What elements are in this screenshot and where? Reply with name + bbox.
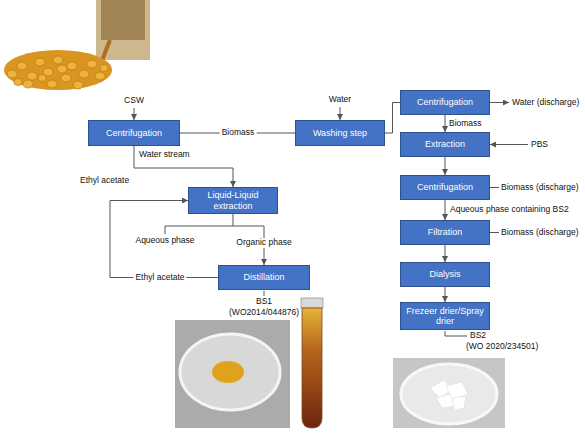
box-label: Extraction (425, 139, 465, 149)
inflow-arrow (134, 108, 135, 120)
leader-lines (134, 103, 528, 337)
outflow-line (490, 187, 499, 188)
product-line (445, 331, 467, 336)
flow-connector (385, 103, 400, 134)
flow-label: Water (329, 95, 351, 105)
white-powder (430, 380, 468, 410)
inflow-arrow (490, 144, 528, 145)
process-box: Dialysis (400, 262, 490, 287)
box-label: Centrifugation (417, 182, 473, 192)
process-box: Filtration (400, 220, 490, 245)
corn-syrup-photo (4, 0, 150, 90)
box-label: Dialysis (429, 269, 460, 279)
connector-label: Organic phase (234, 238, 293, 248)
branch-line (165, 226, 233, 234)
connector-label: Water stream (139, 150, 190, 160)
box-label: Distillation (243, 272, 284, 282)
box-label: Centrifugation (417, 97, 473, 107)
flow-connector (445, 200, 446, 220)
box-label: Washing step (313, 128, 367, 138)
inflow-arrow (340, 107, 341, 120)
powder-photo (393, 358, 505, 428)
process-box: Washing step (295, 120, 385, 146)
flow-label: (WO 2020/234501) (466, 342, 538, 352)
connector-label: Biomass (449, 119, 482, 129)
process-box: Centrifugation (400, 175, 490, 200)
kernels (7, 56, 108, 89)
process-box: Liquid-Liquid extraction (188, 187, 278, 214)
tube-body (302, 308, 322, 428)
process-box: Distillation (218, 265, 310, 290)
photo-ground (175, 320, 290, 428)
connector-label: Ethyl acetate (133, 273, 186, 283)
connector-label: Biomass (220, 128, 257, 138)
flow-label: (WO2014/044876) (229, 308, 299, 318)
test-tube (301, 298, 323, 428)
yellow-extract (212, 361, 244, 383)
petri-dish (180, 334, 280, 410)
process-box: Centrifugation (400, 90, 490, 115)
flow-label: BS1 (256, 297, 272, 307)
tube-cap (301, 298, 323, 308)
box-label: Liquid-Liquid extraction (192, 190, 274, 211)
flow-label: Water (discharge) (512, 98, 579, 108)
flow-label: BS2 (470, 331, 486, 341)
process-box: Centrifugation (88, 120, 180, 146)
flow-label: Ethyl acetate (80, 176, 129, 186)
petri-dish (401, 364, 497, 424)
photo-ground (393, 358, 505, 428)
process-box: Frezeer drier/Spray drier (400, 302, 490, 330)
outflow-line (490, 232, 499, 233)
flow-label: PBS (531, 140, 548, 150)
flow-label: CSW (124, 96, 144, 106)
flow-connector (134, 146, 233, 187)
flow-connector (445, 157, 446, 175)
box-label: Filtration (428, 227, 463, 237)
flow-connector (445, 245, 446, 262)
box-label: Centrifugation (106, 128, 162, 138)
flow-connector (445, 115, 446, 132)
connector-label: Aqueous phase containing BS2 (450, 205, 569, 215)
flow-label: Biomass (discharge) (501, 183, 578, 193)
flow-label: Aqueous phase (135, 236, 194, 246)
process-box: Extraction (400, 132, 490, 157)
extract-photo (175, 320, 290, 428)
bottle-liquid (101, 0, 145, 40)
box-label: Frezeer drier/Spray drier (404, 306, 486, 327)
product-line (264, 291, 265, 296)
flow-label: Biomass (discharge) (501, 228, 578, 238)
outflow-arrow (490, 102, 509, 103)
kernel-pile (4, 50, 112, 90)
flow-connector (445, 287, 446, 302)
